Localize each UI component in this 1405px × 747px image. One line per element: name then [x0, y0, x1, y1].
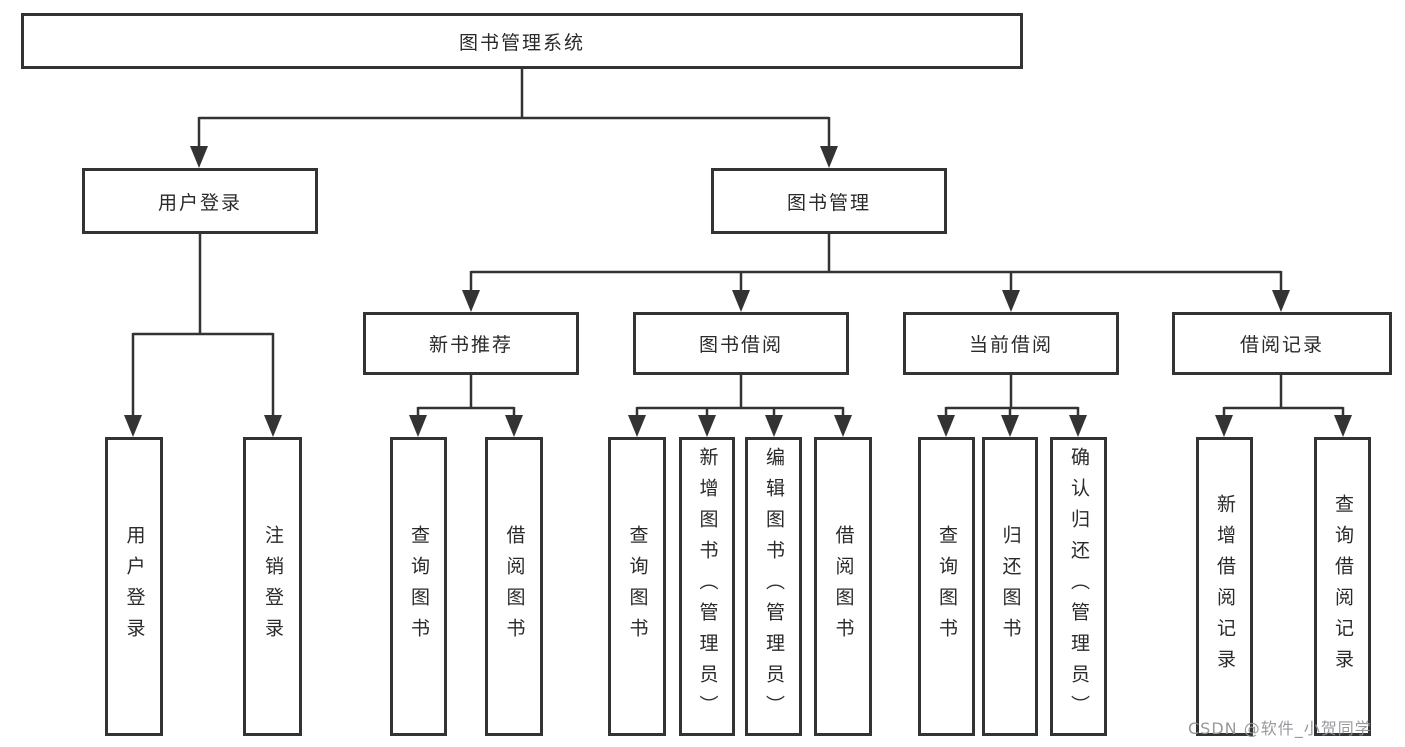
node-current-borrow: 当前借阅 [903, 312, 1119, 375]
leaf-br-query-record: 查询借阅记录 [1314, 437, 1371, 736]
leaf-cb-query-book: 查询图书 [918, 437, 975, 736]
node-user-login: 用户登录 [82, 168, 318, 234]
leaf-bb-borrow-book: 借阅图书 [814, 437, 872, 736]
leaf-nbr-borrow-book: 借阅图书 [485, 437, 543, 736]
leaf-logout: 注销登录 [243, 437, 302, 736]
node-borrow-records: 借阅记录 [1172, 312, 1392, 375]
leaf-user-login: 用户登录 [105, 437, 163, 736]
arrowhead-icons [124, 146, 1352, 437]
leaf-br-add-record: 新增借阅记录 [1196, 437, 1253, 736]
leaf-bb-edit-book-admin: 编辑图书（管理员） [745, 437, 802, 736]
node-book-management: 图书管理 [711, 168, 947, 234]
node-root: 图书管理系统 [21, 13, 1023, 69]
leaf-cb-return-book: 归还图书 [982, 437, 1038, 736]
leaf-bb-add-book-admin: 新增图书（管理员） [679, 437, 735, 736]
leaf-bb-query-book: 查询图书 [608, 437, 666, 736]
leaf-cb-confirm-return-admin: 确认归还（管理员） [1050, 437, 1107, 736]
node-book-borrow: 图书借阅 [633, 312, 849, 375]
csdn-watermark: CSDN @软件_小贺同学 [1188, 719, 1372, 738]
node-new-book-recommend: 新书推荐 [363, 312, 579, 375]
leaf-nbr-query-book: 查询图书 [390, 437, 447, 736]
